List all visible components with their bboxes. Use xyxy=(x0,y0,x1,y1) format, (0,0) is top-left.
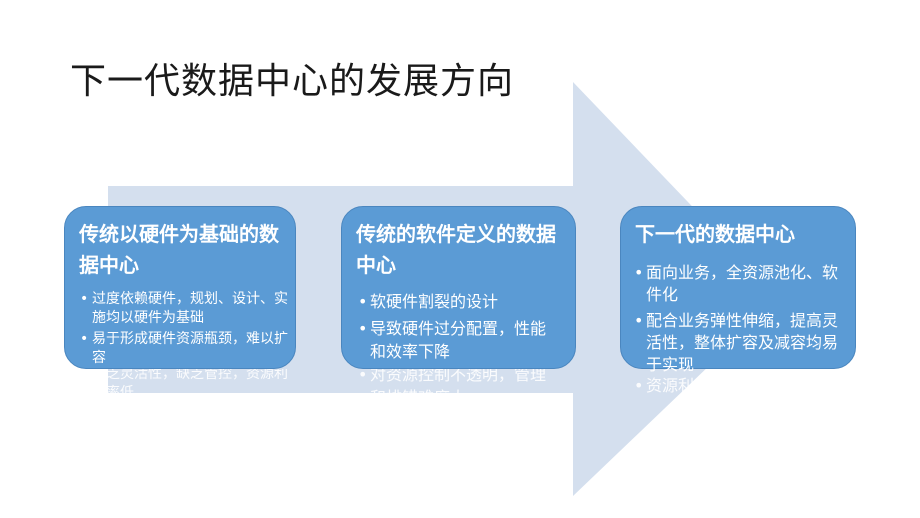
page-title: 下一代数据中心的发展方向 xyxy=(70,61,515,102)
bullet-item: 配合业务弹性伸缩，提高灵活性，整体扩容及减容均易于实现 xyxy=(634,310,846,376)
bullet-item: 软硬件割裂的设计 xyxy=(358,290,560,313)
bullet-item: 导致硬件过分配置，性能和效率下降 xyxy=(358,317,560,363)
bullet-item: 对资源控制不透明，管理和排错难度大 xyxy=(358,369,560,393)
bullet-item: 易于形成硬件资源瓶颈，难以扩容 xyxy=(80,330,292,368)
card-title: 传统以硬件为基础的数据中心 xyxy=(79,222,279,277)
bullet-item: 面向业务，全资源池化、软件化 xyxy=(634,262,846,306)
card-overflow: 对资源控制不透明，管理和排错难度大 xyxy=(357,369,573,393)
card-bullets: 面向业务，全资源池化、软件化 配合业务弹性伸缩，提高灵活性，整体扩容及减容均易于… xyxy=(634,262,846,376)
bullet-item: 过度依赖硬件，规划、设计、实施均以硬件为基础 xyxy=(80,290,292,328)
card-title: 传统的软件定义的数据中心 xyxy=(356,222,556,277)
card-bullets: 过度依赖硬件，规划、设计、实施均以硬件为基础 易于形成硬件资源瓶颈，难以扩容 xyxy=(80,290,292,368)
card-title: 下一代的数据中心 xyxy=(635,222,795,246)
card-overflow: 资源利用率高 xyxy=(636,369,716,393)
card-overflow: 缺乏灵活性，缺乏管控，资源利用率低 xyxy=(80,369,296,393)
bullet-item: 缺乏灵活性，缺乏管控，资源利用率低 xyxy=(80,369,292,393)
bullet-item: 资源利用率高 xyxy=(636,375,716,393)
card-bullets: 软硬件割裂的设计 导致硬件过分配置，性能和效率下降 xyxy=(358,290,560,363)
